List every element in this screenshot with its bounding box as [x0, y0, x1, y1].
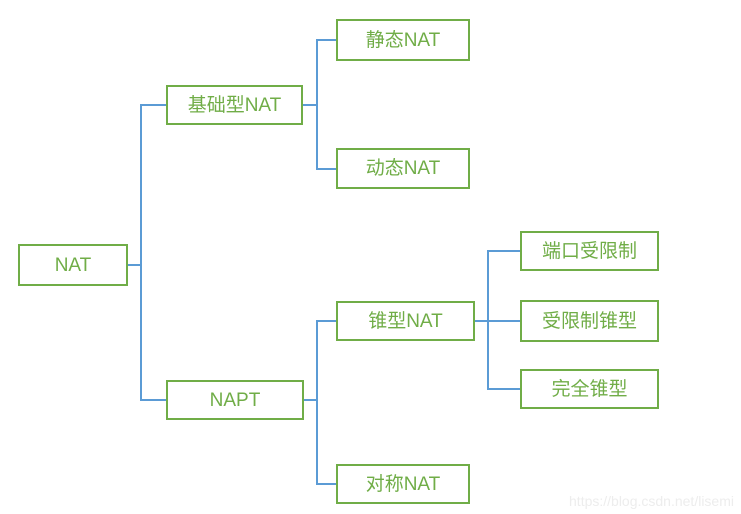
connector-napt-stub [304, 399, 317, 401]
connector-to-full-cone [488, 388, 520, 390]
connector-napt-trunk [316, 320, 318, 485]
watermark-url: https://blog.csdn.net/lisemi [569, 493, 734, 509]
connector-root-stub [128, 264, 141, 266]
node-static-nat-label: 静态NAT [365, 29, 441, 51]
connector-to-port-restricted [488, 250, 520, 252]
node-basic-nat: 基础型NAT [166, 85, 303, 125]
connector-to-cone-nat [317, 320, 336, 322]
node-napt-label: NAPT [209, 389, 261, 411]
connector-to-static-nat [317, 39, 336, 41]
node-dynamic-nat: 动态NAT [336, 148, 470, 189]
node-basic-nat-label: 基础型NAT [187, 94, 282, 116]
node-restricted-cone-label: 受限制锥型 [541, 310, 637, 332]
connector-to-dynamic-nat [317, 168, 336, 170]
node-port-restricted: 端口受限制 [520, 231, 659, 271]
connector-to-napt [141, 399, 166, 401]
connector-root-trunk [140, 104, 142, 401]
node-full-cone-label: 完全锥型 [551, 378, 628, 400]
connector-to-symmetric-nat [317, 483, 336, 485]
node-nat: NAT [18, 244, 128, 286]
node-full-cone: 完全锥型 [520, 369, 659, 409]
connector-cone-nat-stub [475, 320, 488, 322]
connector-basic-nat-trunk [316, 39, 318, 170]
node-symmetric-nat: 对称NAT [336, 464, 470, 504]
node-dynamic-nat-label: 动态NAT [365, 158, 441, 179]
node-restricted-cone: 受限制锥型 [520, 300, 659, 342]
node-port-restricted-label: 端口受限制 [541, 240, 637, 262]
node-napt: NAPT [166, 380, 304, 420]
connector-to-basic-nat [141, 104, 166, 106]
connector-to-restricted-cone [488, 320, 520, 322]
node-nat-label: NAT [54, 254, 92, 276]
node-cone-nat: 锥型NAT [336, 301, 475, 341]
node-symmetric-nat-label: 对称NAT [365, 473, 441, 495]
connector-basic-nat-stub [303, 104, 317, 106]
node-cone-nat-label: 锥型NAT [368, 310, 443, 332]
node-static-nat: 静态NAT [336, 19, 470, 61]
